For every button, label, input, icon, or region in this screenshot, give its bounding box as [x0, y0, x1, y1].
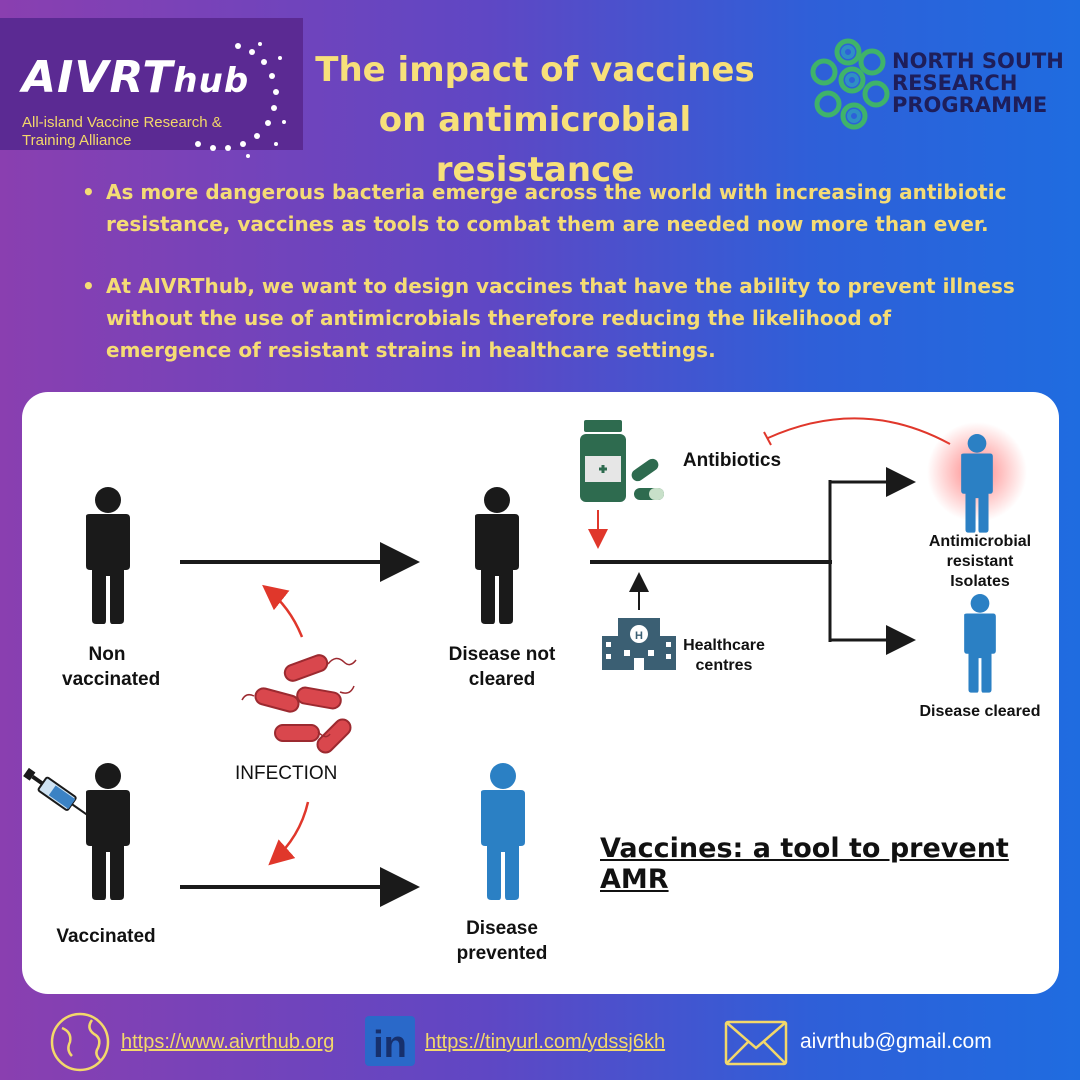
logo-title: AIVRThub: [22, 52, 250, 103]
person-disease-cleared-icon: [964, 594, 996, 693]
infection-arrow-down: [268, 801, 310, 866]
person-vaccinated-icon: [86, 763, 130, 900]
label-infection: INFECTION: [235, 763, 338, 784]
syringe-icon: [23, 767, 88, 816]
footer-icons: in: [50, 1012, 788, 1072]
person-disease-prevented-icon: [481, 763, 525, 900]
svg-text:in: in: [373, 1024, 407, 1066]
linkedin-link[interactable]: https://tinyurl.com/ydssj6kh: [425, 1031, 666, 1053]
dots-arc-icon: [195, 42, 286, 158]
person-disease-not-cleared-icon: [475, 487, 519, 624]
diagram-svg: H: [23, 417, 1027, 907]
label-vaccinated: Vaccinated: [56, 926, 156, 947]
infection-arrow-up: [262, 584, 304, 638]
label-disease-not-cleared: Disease not cleared: [448, 644, 556, 690]
logo-subtitle: All-island Vaccine Research & Training A…: [22, 114, 222, 149]
label-disease-prevented: Disease prevented: [456, 918, 548, 964]
bullet-list: As more dangerous bacteria emerge across…: [80, 176, 1020, 396]
hospital-icon: [602, 618, 676, 670]
amr-caption: Vaccines: a tool to prevent AMR: [600, 833, 1009, 895]
inhibition-arc: [767, 417, 951, 445]
linkedin-icon[interactable]: in: [365, 1016, 415, 1066]
label-healthcare-centres: Healthcare centres: [683, 637, 765, 674]
label-non-vaccinated: Non vaccinated: [62, 644, 161, 690]
bullet-item: At AIVRThub, we want to design vaccines …: [80, 270, 1020, 366]
label-amr-isolates: Antimicrobial resistant Isolates: [928, 533, 1032, 590]
north-south-logo: NORTH SOUTH RESEARCH PROGRAMME: [806, 36, 1066, 136]
envelope-icon: [724, 1020, 788, 1066]
rings-icon: [810, 38, 890, 130]
inhibition-bar: [763, 431, 772, 446]
website-link[interactable]: https://www.aivrthub.org: [121, 1031, 335, 1053]
north-south-title: NORTH SOUTH RESEARCH PROGRAMME: [892, 49, 1064, 117]
aivrthub-logo: AIVRThub All-island Vaccine Research & T…: [0, 18, 303, 158]
medicine-bottle-icon: [580, 420, 626, 502]
pills-icon: [631, 458, 664, 500]
person-non-vaccinated-icon: [86, 487, 130, 624]
email-address[interactable]: aivrthub@gmail.com: [800, 1030, 992, 1053]
bullet-item: As more dangerous bacteria emerge across…: [80, 176, 1020, 240]
diagram-panel: H Non vaccinated Vaccinated INFECTION Di…: [22, 392, 1059, 994]
label-antibiotics: Antibiotics: [682, 450, 782, 471]
globe-icon: [50, 1012, 110, 1072]
bacteria-icon: [241, 654, 357, 754]
hospital-letter: H: [635, 630, 643, 642]
page-title: The impact of vaccines on antimicrobial …: [315, 50, 755, 190]
label-disease-cleared: Disease cleared: [919, 703, 1041, 720]
